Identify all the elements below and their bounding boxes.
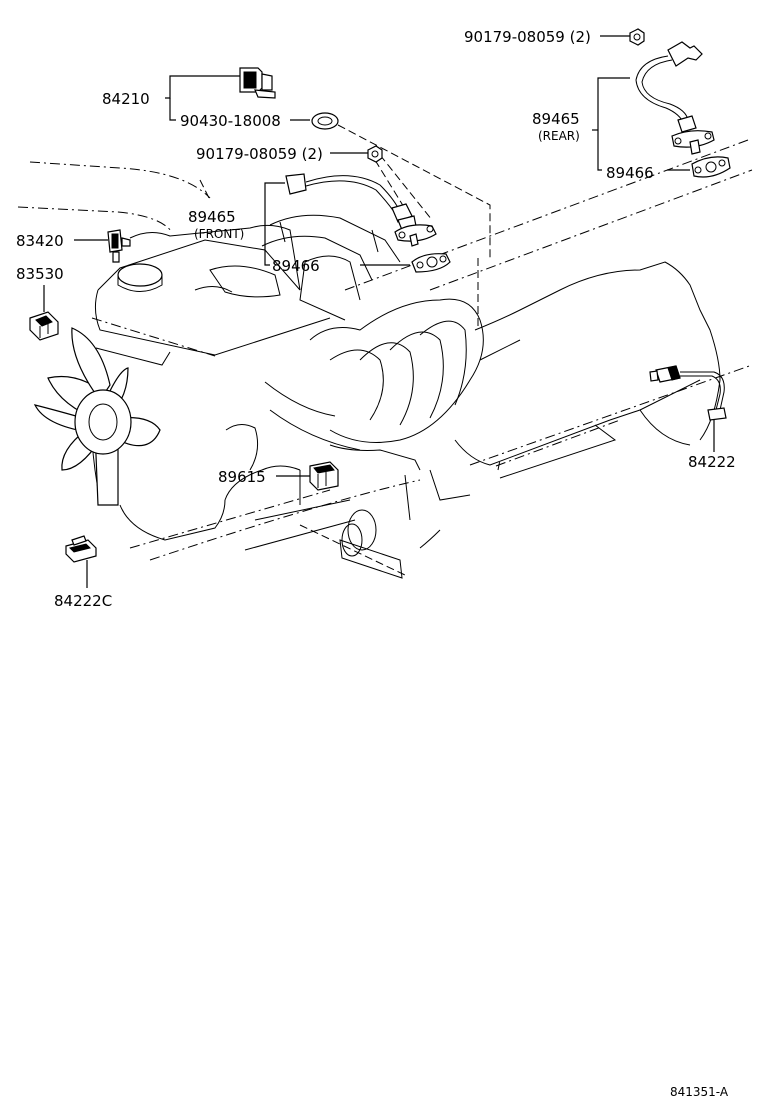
label-90179-rear: 90179-08059 (2): [464, 28, 591, 46]
switch-sensor-icon: [65, 535, 97, 563]
leader-lines: [43, 35, 715, 588]
oil-pressure-switch-84210: [239, 67, 276, 99]
switch-sensor-icon: [309, 461, 339, 491]
label-rear-note: (REAR): [538, 129, 580, 143]
gasket-icon: [411, 253, 451, 273]
nut-icon: [367, 145, 383, 163]
label-89466-front: 89466: [272, 257, 320, 275]
label-84222c: 84222C: [54, 592, 112, 610]
label-89615: 89615: [218, 468, 266, 486]
gasket-icon: [691, 156, 731, 178]
drawing-id: 841351-A: [670, 1085, 729, 1099]
switch-sensor-icon: [649, 365, 727, 421]
oxygen-sensor-icon: [285, 173, 437, 247]
gasket-icon: [311, 112, 339, 130]
label-83530: 83530: [16, 265, 64, 283]
label-89465-rear: 89465: [532, 110, 580, 128]
label-84210: 84210: [102, 90, 150, 108]
label-84222: 84222: [688, 453, 736, 471]
nut-icon: [629, 28, 645, 46]
label-89465-front: 89465: [188, 208, 236, 226]
label-front-note: (FRONT): [194, 227, 244, 241]
label-83420: 83420: [16, 232, 64, 250]
switch-sensor-icon: [107, 229, 131, 263]
fan-icon: [33, 327, 161, 506]
switch-sensor-icon: [29, 311, 59, 341]
engine-block-illustration: [17, 139, 753, 579]
oxygen-sensor-icon: [635, 41, 715, 155]
callout-labels: 84210 90430-18008 90179-08059 (2) 89465 …: [16, 28, 736, 1099]
label-90179-front: 90179-08059 (2): [196, 145, 323, 163]
label-90430: 90430-18008: [180, 112, 281, 130]
label-89466-rear: 89466: [606, 164, 654, 182]
